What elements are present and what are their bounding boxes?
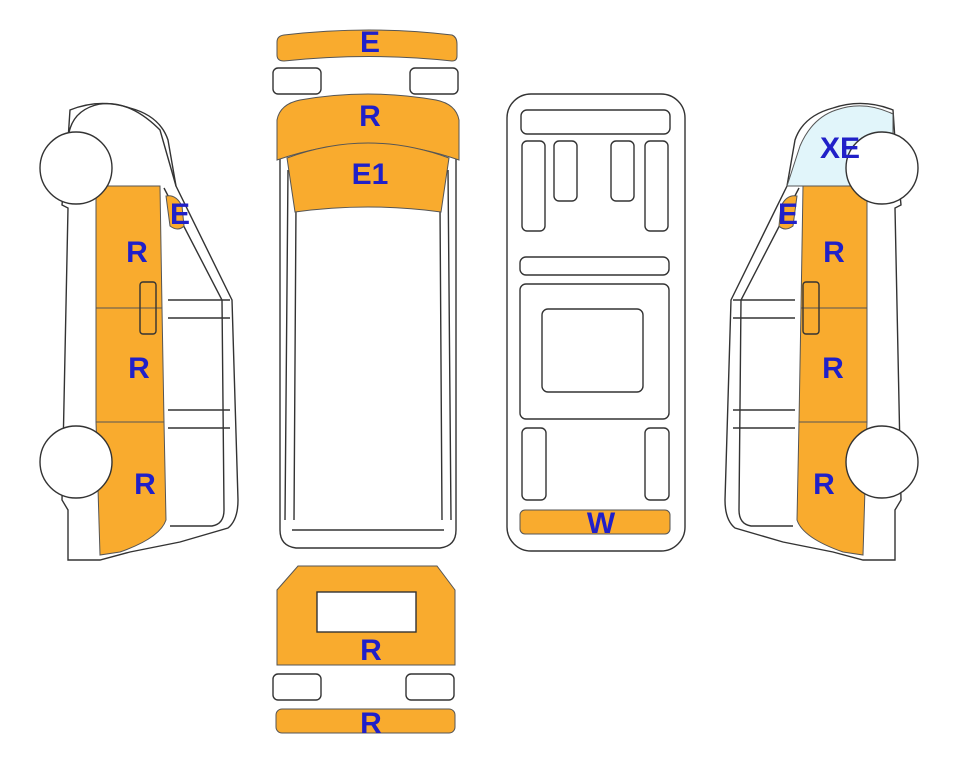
seat-left-inner (553, 140, 578, 202)
right-roof-corner-code: XE (820, 132, 860, 165)
underside-view: W (506, 93, 686, 552)
underside-mid-bar (519, 256, 670, 276)
front-view: E R E1 (272, 26, 460, 549)
right-mirror-panel[interactable] (778, 195, 798, 230)
cargo-hatch (541, 308, 644, 393)
right-window-frame (733, 187, 800, 527)
hood-code: R (359, 100, 381, 133)
rear-seat-right (644, 427, 670, 501)
rear-bumper-panel[interactable] (275, 708, 456, 734)
left-side-view: E R R R (39, 102, 239, 561)
left-middle-panel-code: R (128, 352, 150, 385)
windshield-panel[interactable] (286, 142, 450, 213)
left-rear-panel-code: R (134, 468, 156, 501)
front-bumper-panel[interactable] (276, 29, 458, 62)
rear-step-panel[interactable] (519, 509, 671, 535)
left-mirror-panel[interactable] (165, 195, 185, 230)
rear-right-taillight (405, 673, 455, 701)
left-window-frame (163, 187, 230, 527)
left-roof-line (67, 102, 177, 187)
seat-right-outer (644, 140, 669, 232)
right-door-handle (802, 281, 820, 335)
right-front-wheel (845, 131, 919, 205)
rear-left-taillight (272, 673, 322, 701)
right-rear-wheel (845, 425, 919, 499)
rear-bumper-code: R (360, 707, 382, 740)
right-mirror-code: E (778, 198, 798, 231)
windshield-code: E1 (352, 158, 389, 191)
rear-seat-left (521, 427, 547, 501)
rear-window (316, 591, 417, 633)
front-right-headlight (409, 67, 459, 95)
rear-door-code: R (360, 634, 382, 667)
right-rear-panel-code: R (813, 468, 835, 501)
right-front-panel-code: R (823, 236, 845, 269)
front-bumper-code: E (360, 26, 380, 59)
right-middle-panel-code: R (822, 352, 844, 385)
left-front-wheel (39, 131, 113, 205)
right-side-view: XE E R R R (724, 102, 919, 561)
left-rear-panel[interactable] (95, 421, 167, 556)
rear-step-code: W (587, 507, 616, 540)
front-left-rail (284, 169, 297, 521)
rear-view: R R (272, 565, 456, 740)
front-right-rail (439, 169, 452, 521)
seat-left-outer (521, 140, 546, 232)
front-left-headlight (272, 67, 322, 95)
left-door-handle (139, 281, 157, 335)
underside-front-bar (520, 109, 671, 135)
right-roof-corner-panel[interactable] (786, 105, 894, 187)
seat-right-inner (610, 140, 635, 202)
left-front-panel-code: R (126, 236, 148, 269)
left-mirror-code: E (170, 198, 190, 231)
left-rear-wheel (39, 425, 113, 499)
